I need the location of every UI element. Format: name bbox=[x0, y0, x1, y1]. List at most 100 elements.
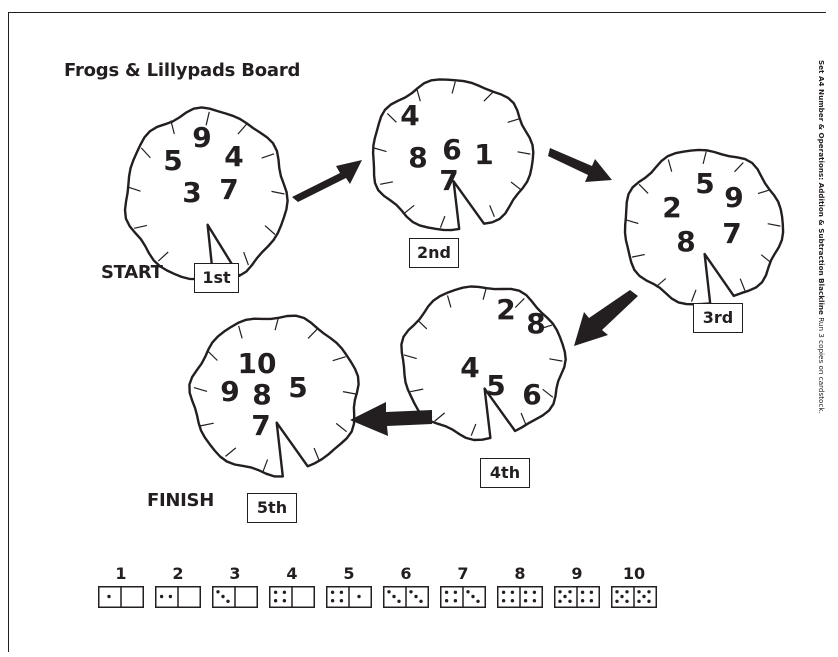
domino-pip bbox=[558, 590, 562, 594]
lillypad-vein bbox=[734, 162, 744, 173]
domino-pip bbox=[532, 590, 537, 594]
lillypad-vein bbox=[307, 328, 318, 339]
dice-key-item: 8 bbox=[497, 564, 543, 608]
lillypad-vein bbox=[655, 278, 667, 288]
dice-key-item: 2 bbox=[155, 564, 201, 608]
lillypad-vein bbox=[482, 287, 487, 300]
domino-pip bbox=[558, 599, 562, 603]
finish-label: FINISH bbox=[147, 490, 214, 511]
pad-number: 6 bbox=[442, 133, 462, 166]
pad-number: 8 bbox=[676, 225, 696, 258]
lillypad-vein bbox=[261, 153, 275, 159]
pad-number: 4 bbox=[460, 351, 480, 384]
domino-pip bbox=[387, 590, 391, 594]
pad-label-5th: 5th bbox=[247, 493, 297, 523]
domino-pip bbox=[501, 590, 506, 594]
lillypad-vein bbox=[451, 81, 456, 94]
domino-pip bbox=[615, 590, 619, 594]
pad-number: 7 bbox=[722, 217, 742, 250]
lillypad-vein bbox=[205, 111, 210, 126]
pad-label-2nd: 2nd bbox=[409, 238, 459, 268]
dice-key-number: 7 bbox=[457, 564, 469, 583]
lillypad-vein bbox=[638, 183, 649, 194]
domino-pip bbox=[637, 590, 641, 594]
pad-number: 1 bbox=[474, 138, 494, 171]
lillypad-2: 4 8 6 1 7 bbox=[368, 76, 536, 234]
domino-pip bbox=[282, 599, 287, 603]
domino-pip bbox=[397, 599, 401, 603]
lillypad-vein bbox=[625, 219, 639, 225]
domino-pip bbox=[510, 590, 515, 594]
dice-key-number: 1 bbox=[115, 564, 127, 583]
side-caption: Set A4 Number & Operations: Addition & S… bbox=[817, 60, 826, 414]
domino-pip bbox=[620, 594, 624, 599]
dice-key-number: 10 bbox=[622, 564, 646, 583]
lillypad-vein bbox=[379, 181, 394, 185]
domino-pip bbox=[159, 594, 164, 599]
domino-icon bbox=[98, 586, 144, 608]
lillypad-vein bbox=[416, 89, 421, 102]
pad-number: 5 bbox=[486, 369, 506, 402]
domino-pip bbox=[589, 599, 594, 603]
lillypad-vein bbox=[767, 223, 781, 227]
domino-pip bbox=[226, 599, 230, 603]
domino-icon bbox=[326, 586, 372, 608]
domino-pip bbox=[580, 590, 585, 594]
domino-pip bbox=[330, 590, 335, 594]
domino-pip bbox=[414, 594, 418, 599]
lillypad-vein bbox=[335, 422, 347, 433]
pad-number: 6 bbox=[522, 378, 542, 411]
lillypad-vein bbox=[739, 278, 746, 291]
domino-icon bbox=[440, 586, 486, 608]
lillypad-vein bbox=[631, 253, 645, 258]
dice-key-item: 1 bbox=[98, 564, 144, 608]
domino-pip bbox=[589, 590, 594, 594]
pad-number: 2 bbox=[662, 191, 682, 224]
lillypad-vein bbox=[539, 324, 553, 330]
lillypad-vein bbox=[520, 412, 527, 425]
domino-pip bbox=[580, 599, 585, 603]
domino-pip bbox=[339, 590, 344, 594]
pad-number: 8 bbox=[526, 307, 546, 340]
domino-pip bbox=[444, 599, 449, 603]
dice-key-number: 9 bbox=[571, 564, 583, 583]
lillypad-outline bbox=[188, 314, 360, 478]
lillypad-vein bbox=[690, 289, 697, 302]
lillypad-vein bbox=[489, 205, 495, 218]
lillypad-shape bbox=[400, 285, 567, 442]
lillypad-vein bbox=[470, 423, 477, 436]
page-frame bbox=[8, 12, 826, 652]
lillypad-outline bbox=[400, 285, 567, 442]
pad-label-3rd: 3rd bbox=[693, 303, 743, 333]
domino-pip bbox=[625, 599, 629, 603]
domino-pip bbox=[647, 590, 651, 594]
lillypad-vein bbox=[549, 358, 563, 362]
domino-pip bbox=[273, 590, 278, 594]
dice-key-number: 2 bbox=[172, 564, 184, 583]
dice-key-item: 10 bbox=[611, 564, 657, 608]
lillypad-vein bbox=[373, 147, 387, 153]
domino-pip bbox=[453, 599, 458, 603]
domino-pip bbox=[221, 594, 225, 599]
pad-number: 4 bbox=[224, 140, 244, 173]
lillypad-vein bbox=[274, 317, 279, 331]
lillypad-vein bbox=[417, 319, 428, 330]
page-title: Frogs & Lillypads Board bbox=[64, 60, 301, 81]
lillypad-vein bbox=[225, 447, 237, 457]
pad-number: 5 bbox=[288, 371, 308, 404]
domino-pip bbox=[642, 594, 646, 599]
lillypad-vein bbox=[386, 112, 397, 123]
lillypad-shape bbox=[123, 106, 289, 281]
domino-pip bbox=[647, 599, 651, 603]
dice-key-item: 5 bbox=[326, 564, 372, 608]
pad-number: 5 bbox=[695, 167, 715, 200]
lillypad-vein bbox=[542, 388, 554, 398]
lillypad-vein bbox=[510, 181, 522, 191]
lillypad-vein bbox=[332, 356, 346, 362]
dice-key-item: 3 bbox=[212, 564, 258, 608]
domino-pip bbox=[273, 599, 278, 603]
lillypad-vein bbox=[313, 447, 320, 461]
lillypad-vein bbox=[264, 225, 276, 235]
lillypad-vein bbox=[760, 254, 772, 264]
domino-pip bbox=[392, 594, 396, 599]
